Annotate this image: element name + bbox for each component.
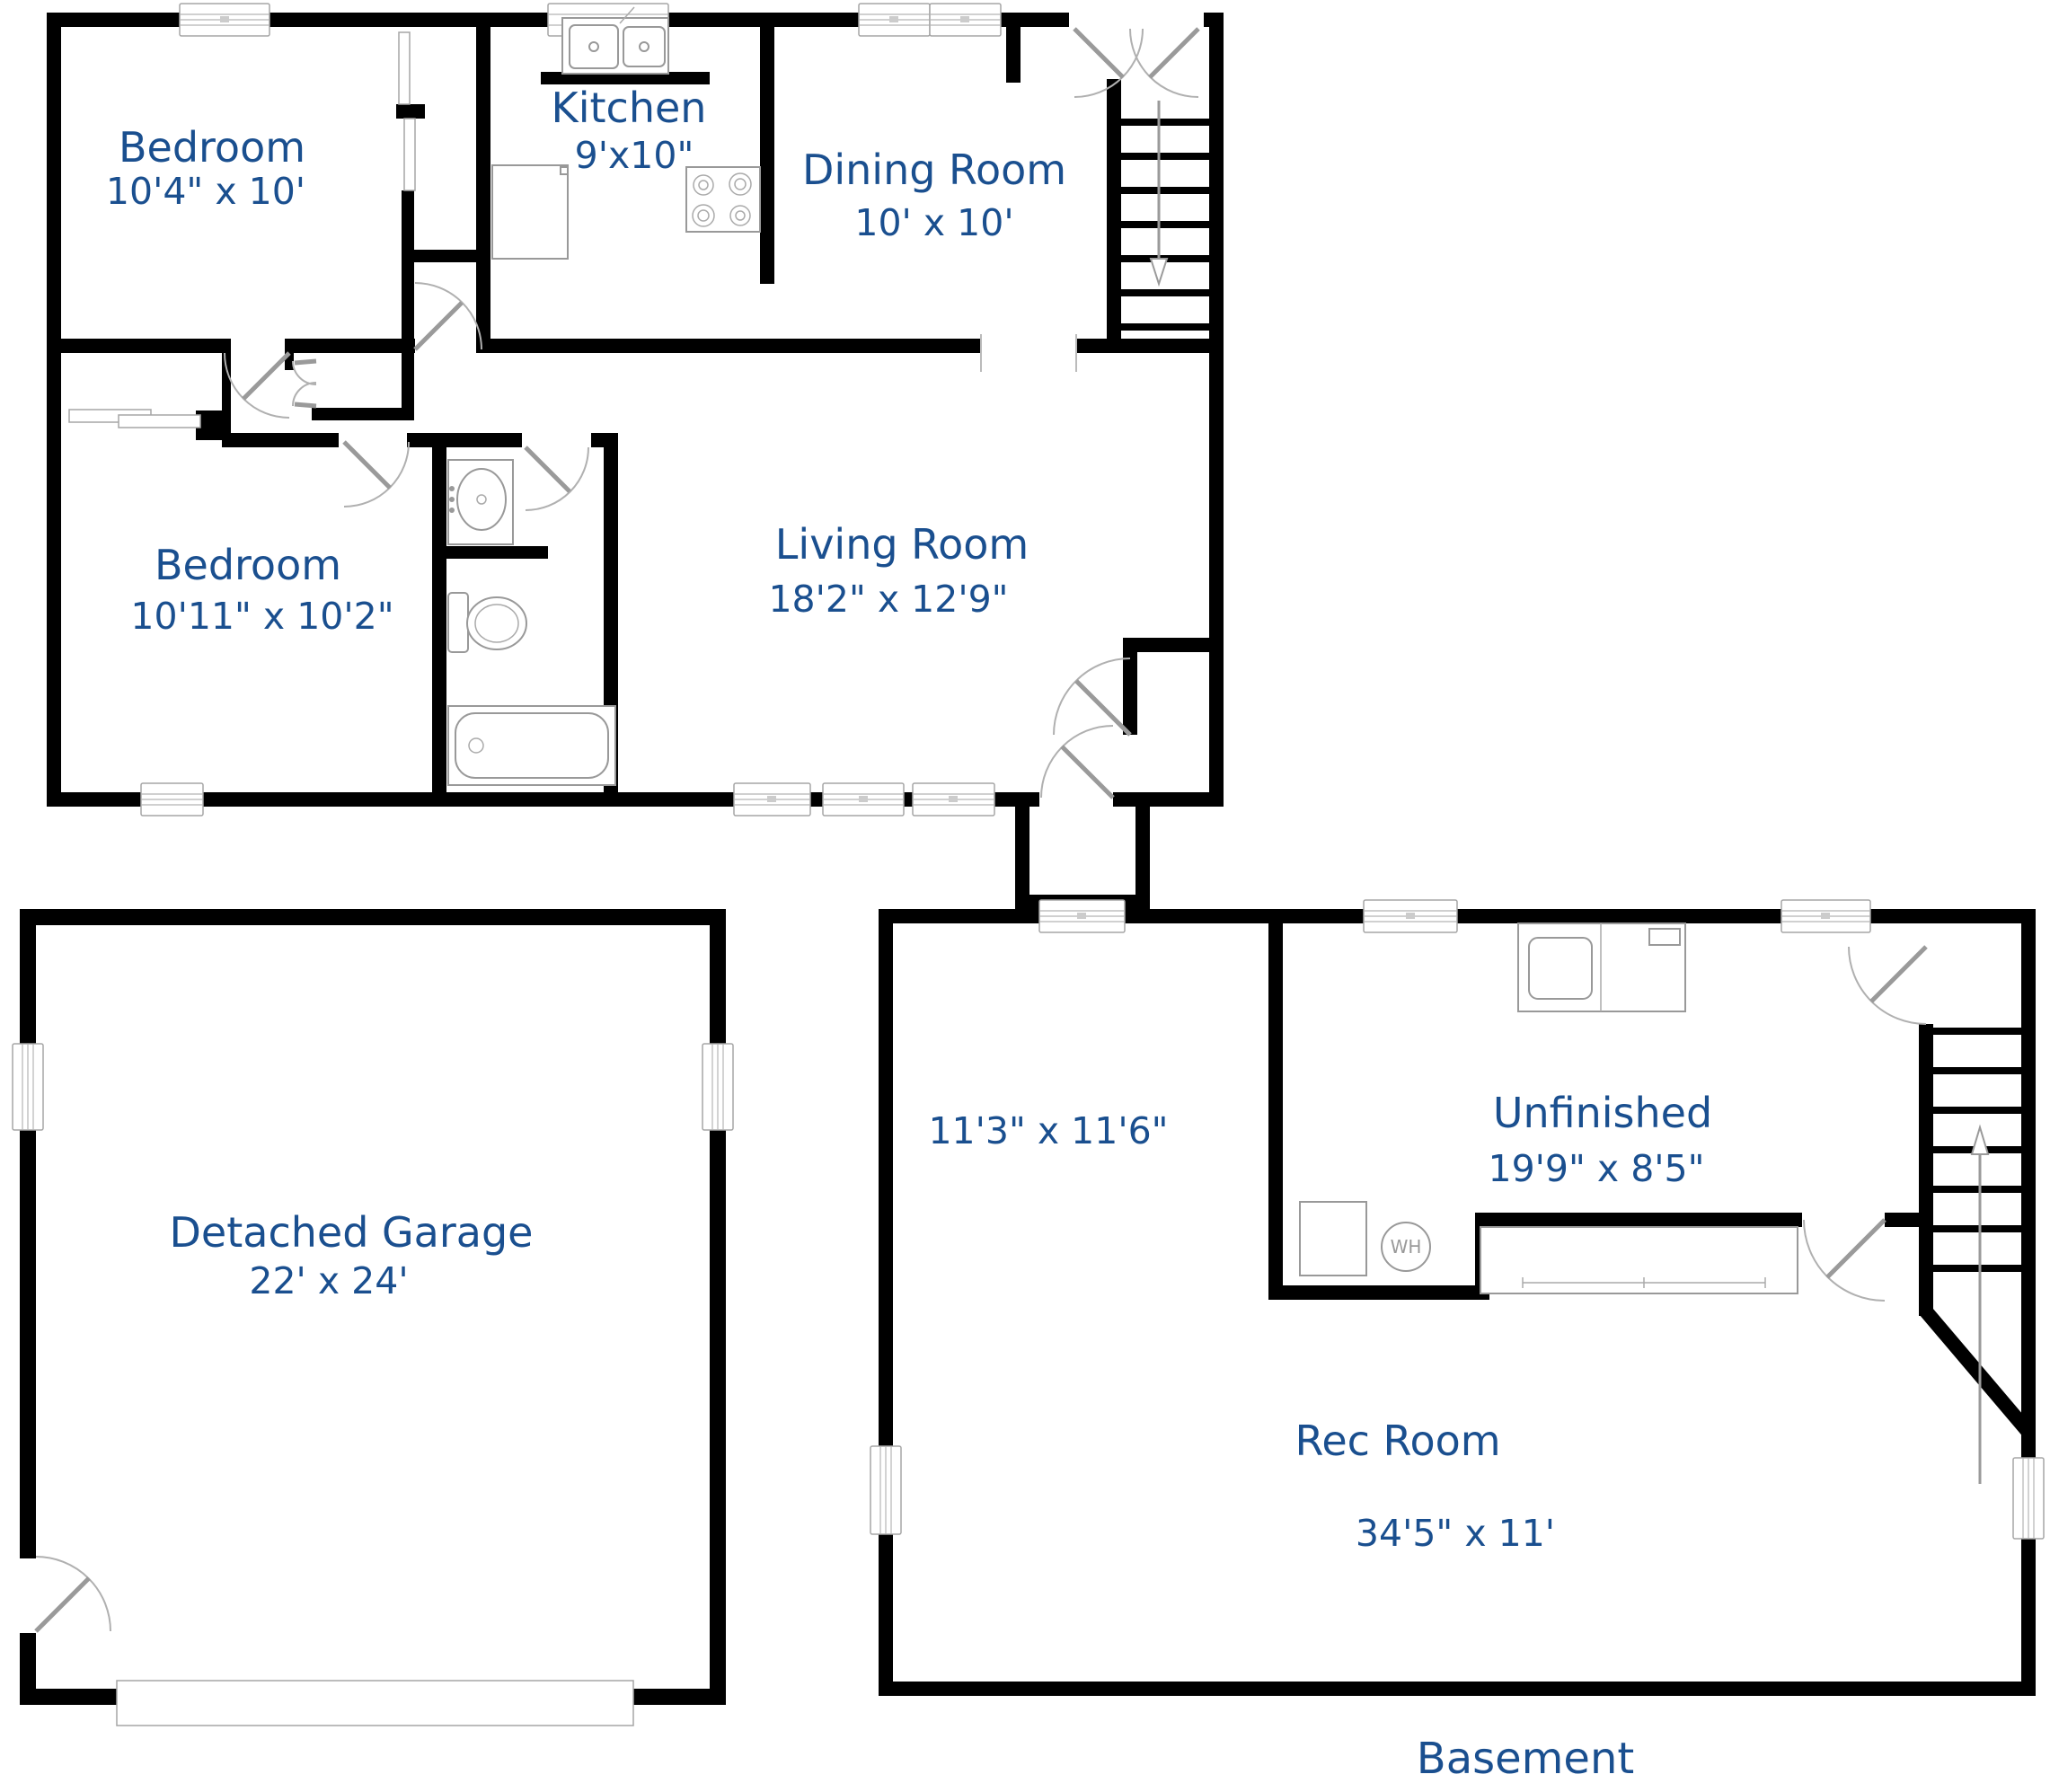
bathroom-sink-icon xyxy=(447,459,514,545)
stair-diagonal-wall xyxy=(1920,1306,2033,1435)
window-icon xyxy=(1363,899,1458,933)
door-icon xyxy=(413,282,482,351)
main-interior-walls xyxy=(61,27,1209,909)
basement-title: Basement xyxy=(1417,1734,1634,1784)
basement-plan: WH 11'3" x 11'6" Unfinished 19'9" x 8'5"… xyxy=(870,899,2045,1784)
garage-walls xyxy=(20,909,726,1705)
window-icon xyxy=(870,1445,902,1535)
window-icon xyxy=(1780,899,1871,933)
window-icon xyxy=(140,782,204,817)
basement-staircase xyxy=(1933,1028,2021,1484)
door-icon xyxy=(224,351,291,419)
main-doors xyxy=(224,27,1200,799)
window-icon xyxy=(179,3,270,37)
window-icon xyxy=(733,782,811,817)
door-icon xyxy=(524,446,589,511)
front-door-icon xyxy=(1040,725,1115,799)
room-label-unfinished: Unfinished xyxy=(1493,1089,1712,1137)
toilet-icon xyxy=(447,592,527,653)
basement-windows xyxy=(870,899,2045,1540)
room-dims-kitchen: 9'x10" xyxy=(575,134,694,177)
door-icon xyxy=(342,440,410,508)
closet-door-icon xyxy=(1053,658,1132,737)
room-dims-bedroom2: 10'11" x 10'2" xyxy=(130,595,393,638)
stairs-down-arrow-icon xyxy=(1149,101,1169,287)
basement-outer-walls xyxy=(879,909,2036,1696)
basement-counter xyxy=(1480,1226,1798,1294)
refrigerator-icon xyxy=(491,164,569,260)
room-dims-basement-room1: 11'3" x 11'6" xyxy=(928,1109,1168,1152)
stairs-up-arrow-icon xyxy=(1970,1124,1990,1484)
window-icon xyxy=(702,1043,734,1131)
room-label-living: Living Room xyxy=(775,520,1029,569)
window-icon xyxy=(822,782,905,817)
window-icon xyxy=(858,3,931,37)
window-icon xyxy=(1038,899,1126,933)
window-icon xyxy=(912,782,995,817)
back-door-icon xyxy=(1073,27,1200,98)
main-staircase xyxy=(1121,101,1209,331)
window-icon xyxy=(12,1043,44,1131)
room-label-kitchen: Kitchen xyxy=(552,84,707,132)
room-dims-bedroom1: 10'4" x 10' xyxy=(106,170,305,213)
room-dims-dining: 10' x 10' xyxy=(854,201,1013,244)
laundry-sink-icon xyxy=(1517,922,1686,1012)
door-icon xyxy=(1803,1218,1887,1302)
bathtub-icon xyxy=(447,705,616,786)
garage-door-icon xyxy=(116,1680,634,1726)
basement-doors xyxy=(1803,945,1928,1302)
room-dims-garage: 22' x 24' xyxy=(249,1259,408,1302)
main-floor-plan: Bedroom 10'4" x 10' Kitchen 9'x10" Dinin… xyxy=(47,3,1224,909)
room-dims-living: 18'2" x 12'9" xyxy=(768,578,1008,621)
room-label-garage: Detached Garage xyxy=(170,1208,534,1257)
stove-icon xyxy=(685,166,761,233)
garage-plan: Detached Garage 22' x 24' xyxy=(12,909,734,1726)
furnace-icon xyxy=(1299,1201,1367,1276)
water-heater-icon: WH xyxy=(1381,1222,1431,1272)
window-icon xyxy=(2012,1457,2045,1540)
room-dims-rec-room: 34'5" x 11' xyxy=(1356,1512,1555,1555)
main-outer-walls xyxy=(47,13,1224,807)
room-label-dining: Dining Room xyxy=(802,146,1066,194)
main-windows xyxy=(68,3,1002,817)
sliding-closet-door-icon xyxy=(68,409,201,428)
door-icon xyxy=(34,1556,111,1633)
room-label-rec-room: Rec Room xyxy=(1295,1417,1500,1465)
room-label-bedroom1: Bedroom xyxy=(119,123,305,172)
water-heater-label: WH xyxy=(1391,1236,1422,1258)
kitchen-sink-icon xyxy=(561,6,669,75)
door-icon xyxy=(1848,945,1928,1025)
room-label-bedroom2: Bedroom xyxy=(155,541,341,589)
sliding-closet-door-icon xyxy=(398,31,416,191)
room-dims-unfinished: 19'9" x 8'5" xyxy=(1488,1147,1704,1190)
window-icon xyxy=(929,3,1002,37)
double-closet-door-icon xyxy=(292,358,317,409)
